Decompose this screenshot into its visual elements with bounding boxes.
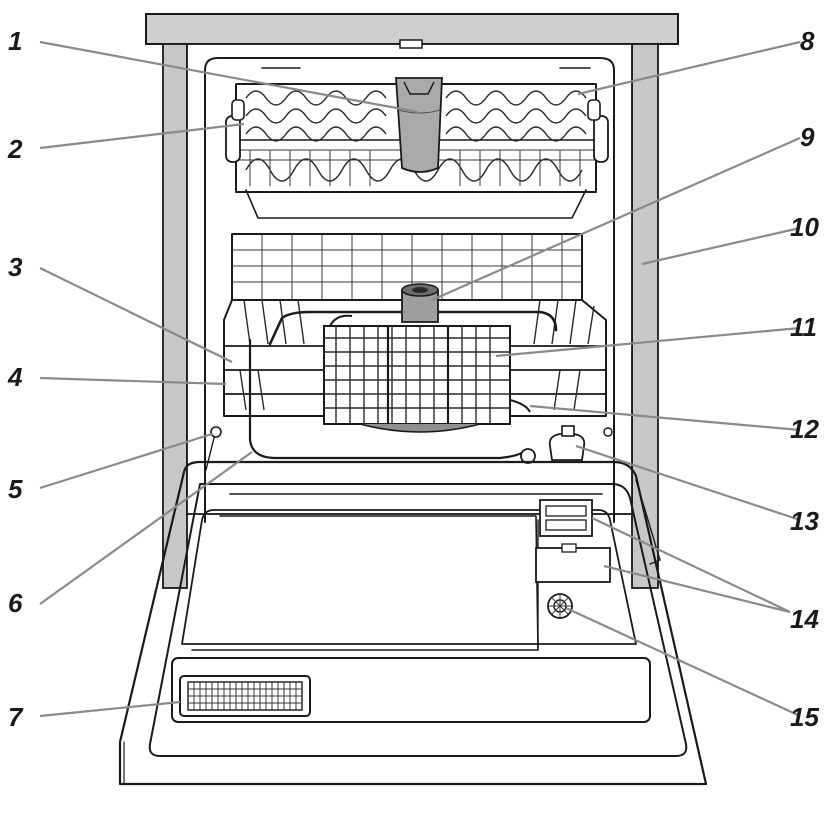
tub-opening <box>204 57 615 523</box>
callout-6: 6 <box>8 588 23 618</box>
lower-rack-tines <box>239 299 595 411</box>
leader-1 <box>39 40 419 114</box>
upper-spray-arm-holder <box>395 77 443 173</box>
leader-14b <box>603 564 791 614</box>
callout-10: 10 <box>790 212 819 242</box>
leader-lines <box>39 40 801 718</box>
silverware-basket <box>323 314 511 426</box>
leader-9 <box>431 136 801 302</box>
top-latch-slot <box>399 39 423 49</box>
rinse-aid-dispenser <box>547 593 573 619</box>
leader-5 <box>39 432 213 490</box>
rack-wheel-rail <box>248 338 528 460</box>
callout-5: 5 <box>8 474 23 504</box>
leader-3 <box>39 267 233 363</box>
leader-7 <box>39 700 181 718</box>
detergent-dispenser <box>535 499 611 583</box>
right-side-panel <box>631 43 659 589</box>
callout-1: 1 <box>8 26 22 56</box>
callout-2: 2 <box>7 134 23 164</box>
callout-12: 12 <box>790 414 819 444</box>
callout-9: 9 <box>800 122 815 152</box>
callout-14: 14 <box>790 604 819 634</box>
dishwasher-cabinet <box>145 13 679 589</box>
callout-15: 15 <box>790 702 819 732</box>
leader-12 <box>529 404 801 432</box>
callout-13: 13 <box>790 506 819 536</box>
callout-8: 8 <box>800 26 815 56</box>
leader-10 <box>641 226 801 266</box>
overfill-float <box>548 425 586 461</box>
leader-11 <box>495 326 801 358</box>
upper-rack-adjuster-right <box>587 99 609 163</box>
door-panel <box>181 509 637 645</box>
door-outer <box>118 460 708 786</box>
countertop <box>145 13 679 45</box>
leader-13 <box>575 444 801 522</box>
callout-labels: 1 2 3 4 5 6 7 8 9 10 11 12 13 14 15 <box>7 26 819 732</box>
leader-4 <box>39 376 227 386</box>
leader-2 <box>39 122 245 150</box>
leader-14a <box>591 517 791 613</box>
leader-8 <box>577 40 801 96</box>
callout-7: 7 <box>8 702 24 732</box>
rack-hook-5 <box>205 426 222 471</box>
leader-15 <box>565 607 801 717</box>
callout-4: 4 <box>7 362 23 392</box>
callout-3: 3 <box>8 252 23 282</box>
upper-rack-adjuster-left <box>225 99 245 163</box>
leader-6 <box>39 451 253 605</box>
left-side-panel <box>162 43 188 589</box>
door-vent-filter <box>179 675 311 717</box>
wash-tower <box>401 283 439 323</box>
callout-11: 11 <box>790 312 817 342</box>
right-hook <box>603 427 613 437</box>
lower-spray-arm <box>359 399 531 433</box>
door-inner-rim <box>148 483 688 757</box>
